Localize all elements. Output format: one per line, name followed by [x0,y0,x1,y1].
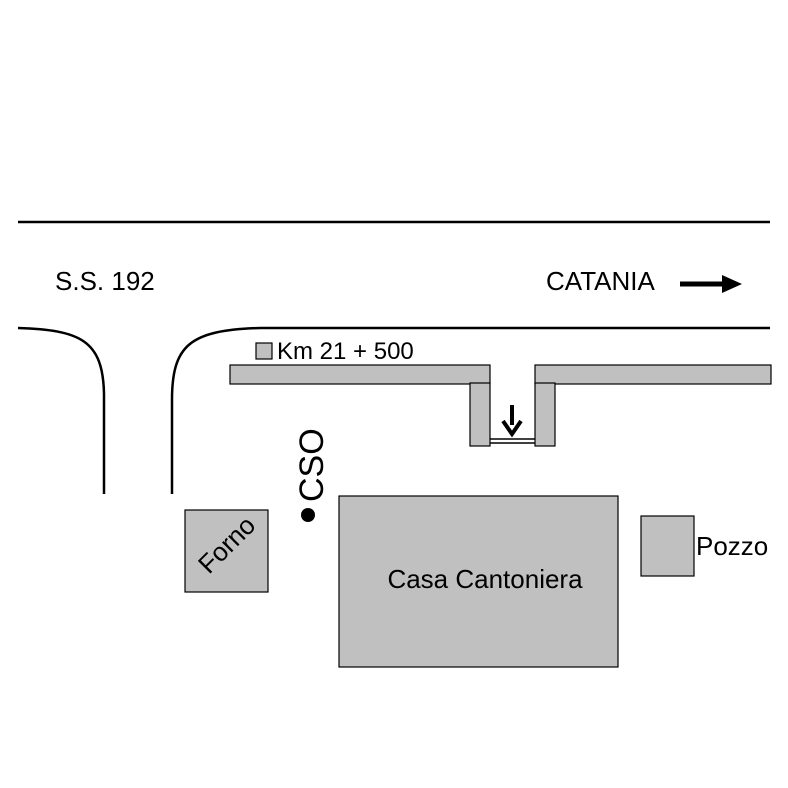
arrow-right-icon [680,275,742,293]
cso-label: CSO [293,428,331,502]
gate-post-left [469,382,491,447]
wall-east [534,364,772,385]
forno-building [184,509,269,593]
cso-point [301,508,315,522]
wall-west [229,364,491,385]
casa-cantoniera-building [338,495,619,668]
pozzo-building [640,515,695,577]
arrow-down-icon [501,405,523,438]
road-label: S.S. 192 [55,266,155,296]
direction-label: CATANIA [546,266,655,296]
road-south-edge-east [170,326,770,494]
road-south-edge-west [17,326,106,494]
casa-cantoniera-label: Casa Cantoniera [387,564,583,594]
gate-post-right [534,382,556,447]
km-marker [255,342,273,360]
km-marker-label: Km 21 + 500 [277,338,414,365]
pozzo-label: Pozzo [696,531,768,561]
